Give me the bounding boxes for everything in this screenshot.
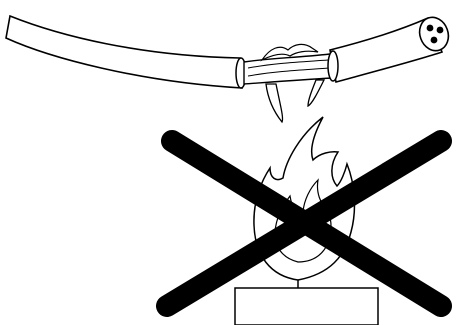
cable-cut-right	[328, 51, 338, 81]
core-3	[431, 37, 438, 44]
core-2	[437, 27, 444, 34]
core-1	[427, 25, 434, 32]
heat-source-box	[235, 288, 378, 325]
